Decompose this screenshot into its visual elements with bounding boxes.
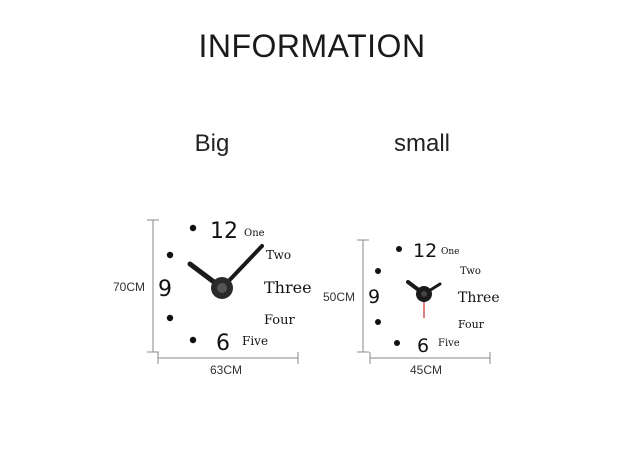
big-word-two: Two: [266, 248, 291, 262]
small-word-two: Two: [460, 266, 481, 277]
small-word-three: Three: [458, 290, 500, 306]
big-numeral-6: 6: [216, 331, 230, 356]
big-numeral-9: 9: [158, 277, 172, 302]
big-clock-hands: [187, 244, 264, 299]
big-word-five: Five: [242, 334, 268, 348]
small-numeral-9: 9: [368, 286, 380, 308]
small-height-label: 50CM: [323, 290, 356, 304]
big-height-label: 70CM: [113, 280, 146, 294]
small-clock-dots: [375, 246, 402, 346]
small-dimension-lines: [357, 239, 491, 364]
small-label: small: [393, 130, 450, 157]
small-word-five: Five: [438, 338, 460, 349]
small-width-label: 45CM: [410, 363, 443, 377]
small-numeral-12: 12: [413, 240, 437, 262]
small-numeral-6: 6: [417, 335, 429, 357]
small-word-four: Four: [458, 318, 485, 331]
small-word-one: One: [441, 247, 460, 257]
big-word-four: Four: [264, 313, 296, 328]
page-title: INFORMATION: [198, 28, 426, 64]
big-width-label: 63CM: [210, 363, 243, 377]
big-numeral-12: 12: [210, 219, 238, 244]
big-label: Big: [194, 130, 230, 157]
big-word-three: Three: [264, 278, 312, 297]
big-word-one: One: [244, 228, 265, 239]
big-dimension-lines: [147, 219, 299, 364]
big-clock-dots: [166, 224, 197, 344]
small-clock-hands: [406, 280, 442, 318]
